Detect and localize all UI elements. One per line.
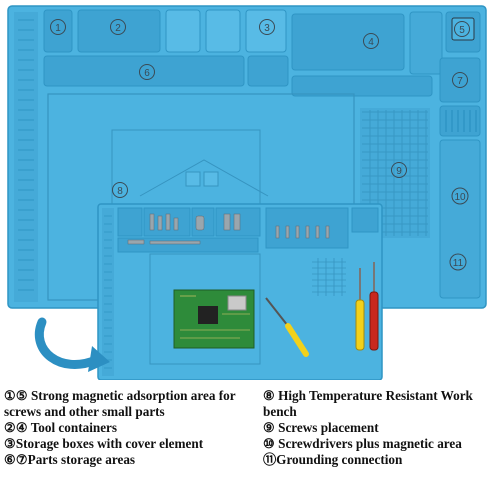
- legend-item-storage-boxes: ③Storage boxes with cover element: [4, 436, 204, 451]
- callout-8: 8: [112, 182, 128, 198]
- callout-5: 5: [454, 21, 470, 37]
- callout-4: 4: [363, 33, 379, 49]
- pcb-board: [173, 289, 255, 349]
- callout-6: 6: [139, 64, 155, 80]
- yellow-screwdriver: [265, 297, 309, 357]
- svg-text:4: 4: [368, 37, 374, 48]
- callout-11: 11: [449, 253, 467, 271]
- svg-text:9: 9: [396, 166, 402, 177]
- callout-9: 9: [391, 162, 407, 178]
- callout-7: 7: [452, 72, 468, 88]
- legend-left-column: ①⑤ Strong magnetic adsorption area for s…: [4, 388, 264, 468]
- legend-right-column: ⑧ High Temperature Resistant Work bench …: [263, 388, 488, 468]
- svg-text:7: 7: [457, 76, 463, 87]
- svg-text:10: 10: [454, 192, 466, 203]
- svg-text:8: 8: [117, 186, 123, 197]
- legend-item-magnetic-area: ①⑤ Strong magnetic adsorption area for s…: [4, 388, 236, 419]
- callout-markers: 1 2 3 4 5 6 7 8 9 10 11: [50, 19, 470, 271]
- svg-text:11: 11: [453, 258, 464, 269]
- svg-text:1: 1: [55, 23, 61, 34]
- callout-2: 2: [110, 19, 126, 35]
- legend-item-screwdrivers-area: ⑩ Screwdrivers plus magnetic area: [263, 436, 462, 451]
- legend-item-work-bench: ⑧ High Temperature Resistant Work bench: [263, 388, 473, 419]
- svg-text:2: 2: [115, 23, 121, 34]
- callout-3: 3: [259, 19, 275, 35]
- legend-item-screws-placement: ⑨ Screws placement: [263, 420, 379, 435]
- small-mat: [97, 203, 383, 380]
- svg-text:3: 3: [264, 23, 270, 34]
- silicone-mat-illustration: 1 2 3 4 5 6 7 8 9 10 11: [7, 5, 487, 380]
- legend-item-tool-containers: ②④ Tool containers: [4, 420, 118, 435]
- callout-1: 1: [50, 19, 66, 35]
- legend-item-parts-storage: ⑥⑦Parts storage areas: [4, 452, 136, 467]
- legend-item-grounding: ⑪Grounding connection: [263, 452, 403, 467]
- callout-10: 10: [451, 187, 469, 205]
- curved-arrow: [34, 317, 101, 369]
- screwdriver-set: [355, 262, 379, 351]
- svg-text:6: 6: [144, 68, 150, 79]
- svg-text:5: 5: [459, 25, 465, 36]
